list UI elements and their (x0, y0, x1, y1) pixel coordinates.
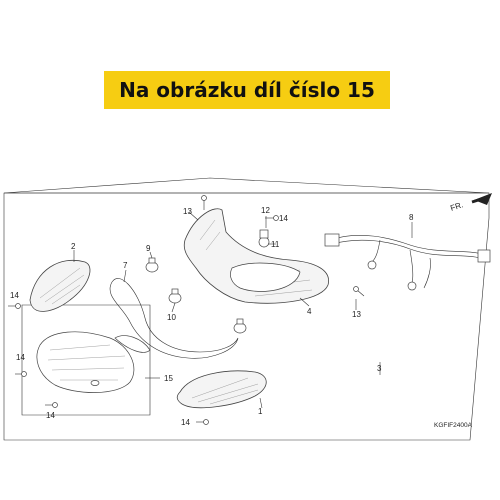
front-label: FR. (449, 200, 464, 213)
callout-1: 1 (258, 407, 263, 416)
front-direction-arrow: FR. (449, 193, 492, 213)
part-9-bulb (145, 257, 159, 273)
callout-13-top: 13 (183, 207, 192, 216)
callout-14-top: 14 (279, 214, 288, 223)
callout-9: 9 (146, 244, 151, 253)
callout-4: 4 (307, 307, 312, 316)
banner-text: Na obrázku díl číslo 15 (119, 78, 375, 102)
callout-8: 8 (409, 213, 414, 222)
assembly-frame (3, 192, 490, 441)
screw-13-top (201, 195, 207, 210)
frame-top-edge (3, 177, 490, 194)
callout-3: 3 (377, 364, 382, 373)
leader-lines (73, 211, 413, 409)
small-gasket-strip (114, 335, 151, 353)
screw-13-right (353, 286, 365, 297)
callout-14-d: 14 (181, 418, 190, 427)
part-bulb-lower (233, 318, 247, 334)
callout-14-a: 14 (10, 291, 19, 300)
part-11-socket (258, 229, 270, 248)
screw-14-a (8, 303, 21, 309)
part-2-upper-lens (29, 259, 91, 312)
part-15-reflector (36, 331, 135, 393)
screw-14-c (45, 402, 58, 408)
callout-2: 2 (71, 242, 76, 251)
callout-11: 11 (271, 240, 280, 249)
callout-14-b: 14 (16, 353, 25, 362)
callout-14-c: 14 (46, 411, 55, 420)
part-1-lower-lens (176, 370, 267, 409)
callout-7: 7 (123, 261, 128, 270)
part-4-tail-housing (183, 208, 329, 304)
callout-12: 12 (261, 206, 270, 215)
lens-subframe (21, 304, 151, 416)
screw-14-d (196, 419, 209, 425)
callout-13-right: 13 (352, 310, 361, 319)
callout-10: 10 (167, 313, 176, 322)
part-10-bulb (168, 288, 182, 304)
callout-15: 15 (164, 374, 173, 383)
part-7-gasket (109, 278, 239, 359)
diagram-code: KGFIF2400A (434, 422, 473, 429)
part-number-banner: Na obrázku díl číslo 15 (104, 71, 390, 109)
screw-14-b (15, 371, 27, 377)
part-8-wire-harness (324, 233, 491, 291)
screw-14-e (265, 215, 279, 221)
